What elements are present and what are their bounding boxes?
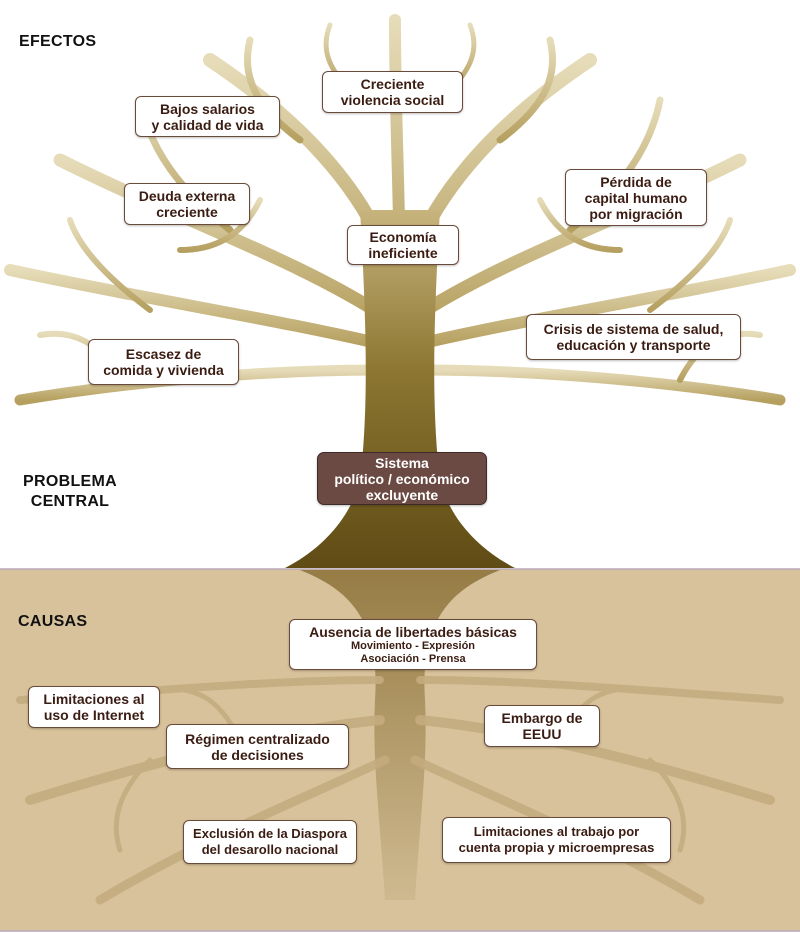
- cause-limitaciones-trabajo: Limitaciones al trabajo por cuenta propi…: [442, 817, 671, 863]
- tree-trunk: [285, 210, 515, 568]
- effect-line: ineficiente: [368, 245, 438, 261]
- cause-line: uso de Internet: [43, 707, 145, 723]
- central-problem-line: Sistema: [375, 454, 429, 471]
- central-problem-line: político / económico: [334, 470, 470, 487]
- cause-line: Limitaciones al trabajo por: [473, 824, 640, 839]
- effect-line: violencia social: [340, 92, 445, 108]
- cause-line: EEUU: [522, 726, 562, 742]
- problem-heading-line1: PROBLEMA: [23, 473, 117, 490]
- effect-line: educación y transporte: [556, 337, 711, 353]
- effect-deuda-externa: Deuda externa creciente: [124, 183, 250, 225]
- cause-limitaciones-internet: Limitaciones al uso de Internet: [28, 686, 160, 728]
- cause-line: de decisiones: [211, 746, 304, 763]
- effect-crisis-sistema: Crisis de sistema de salud, educación y …: [526, 314, 741, 360]
- effect-bajos-salarios: Bajos salarios y calidad de vida: [135, 96, 280, 137]
- effect-economia-ineficiente: Economía ineficiente: [347, 225, 459, 265]
- effect-line: y calidad de vida: [151, 116, 264, 133]
- effect-line: Deuda externa: [138, 188, 236, 204]
- problem-heading-line2: CENTRAL: [30, 493, 110, 510]
- effect-line: Crisis de sistema de salud,: [543, 321, 724, 337]
- cause-ausencia-libertades: Ausencia de libertades básicas Movimient…: [289, 619, 537, 670]
- effect-line: por migración: [589, 205, 683, 222]
- effect-capital-humano: Pérdida de capital humano por migración: [565, 169, 707, 226]
- cause-line: Régimen centralizado: [185, 730, 330, 747]
- effect-line: capital humano: [584, 189, 688, 206]
- effect-line: creciente: [156, 204, 218, 220]
- cause-exclusion-diaspora: Exclusión de la Diaspora del desarollo n…: [183, 820, 357, 864]
- effect-line: Escasez de: [125, 346, 202, 362]
- cause-subline: Asociación - Prensa: [360, 652, 466, 665]
- effect-line: comida y vivienda: [103, 362, 224, 378]
- cause-line: Limitaciones al: [43, 691, 145, 707]
- central-problem-box: Sistema político / económico excluyente: [317, 452, 487, 505]
- cause-line: Ausencia de libertades básicas: [309, 623, 517, 640]
- cause-line: cuenta propia y microempresas: [458, 840, 655, 855]
- problem-heading: PROBLEMA CENTRAL: [22, 472, 118, 512]
- effects-heading: EFECTOS: [19, 33, 97, 50]
- tree-roots: [300, 570, 500, 900]
- effect-line: Bajos salarios: [160, 100, 255, 117]
- effect-line: Creciente: [360, 76, 425, 92]
- cause-line: del desarollo nacional: [201, 842, 339, 857]
- effect-line: Economía: [369, 229, 437, 245]
- effect-line: Pérdida de: [600, 173, 672, 190]
- cause-embargo-eeuu: Embargo de EEUU: [484, 705, 600, 747]
- effect-violencia-social: Creciente violencia social: [322, 71, 463, 113]
- cause-line: Exclusión de la Diaspora: [193, 826, 347, 841]
- central-problem-line: excluyente: [365, 486, 439, 503]
- cause-subline: Movimiento - Expresión: [350, 639, 476, 652]
- causes-heading: CAUSAS: [18, 613, 88, 630]
- cause-line: Embargo de: [501, 710, 583, 726]
- cause-regimen-centralizado: Régimen centralizado de decisiones: [166, 724, 349, 769]
- effect-escasez-comida: Escasez de comida y vivienda: [88, 339, 239, 385]
